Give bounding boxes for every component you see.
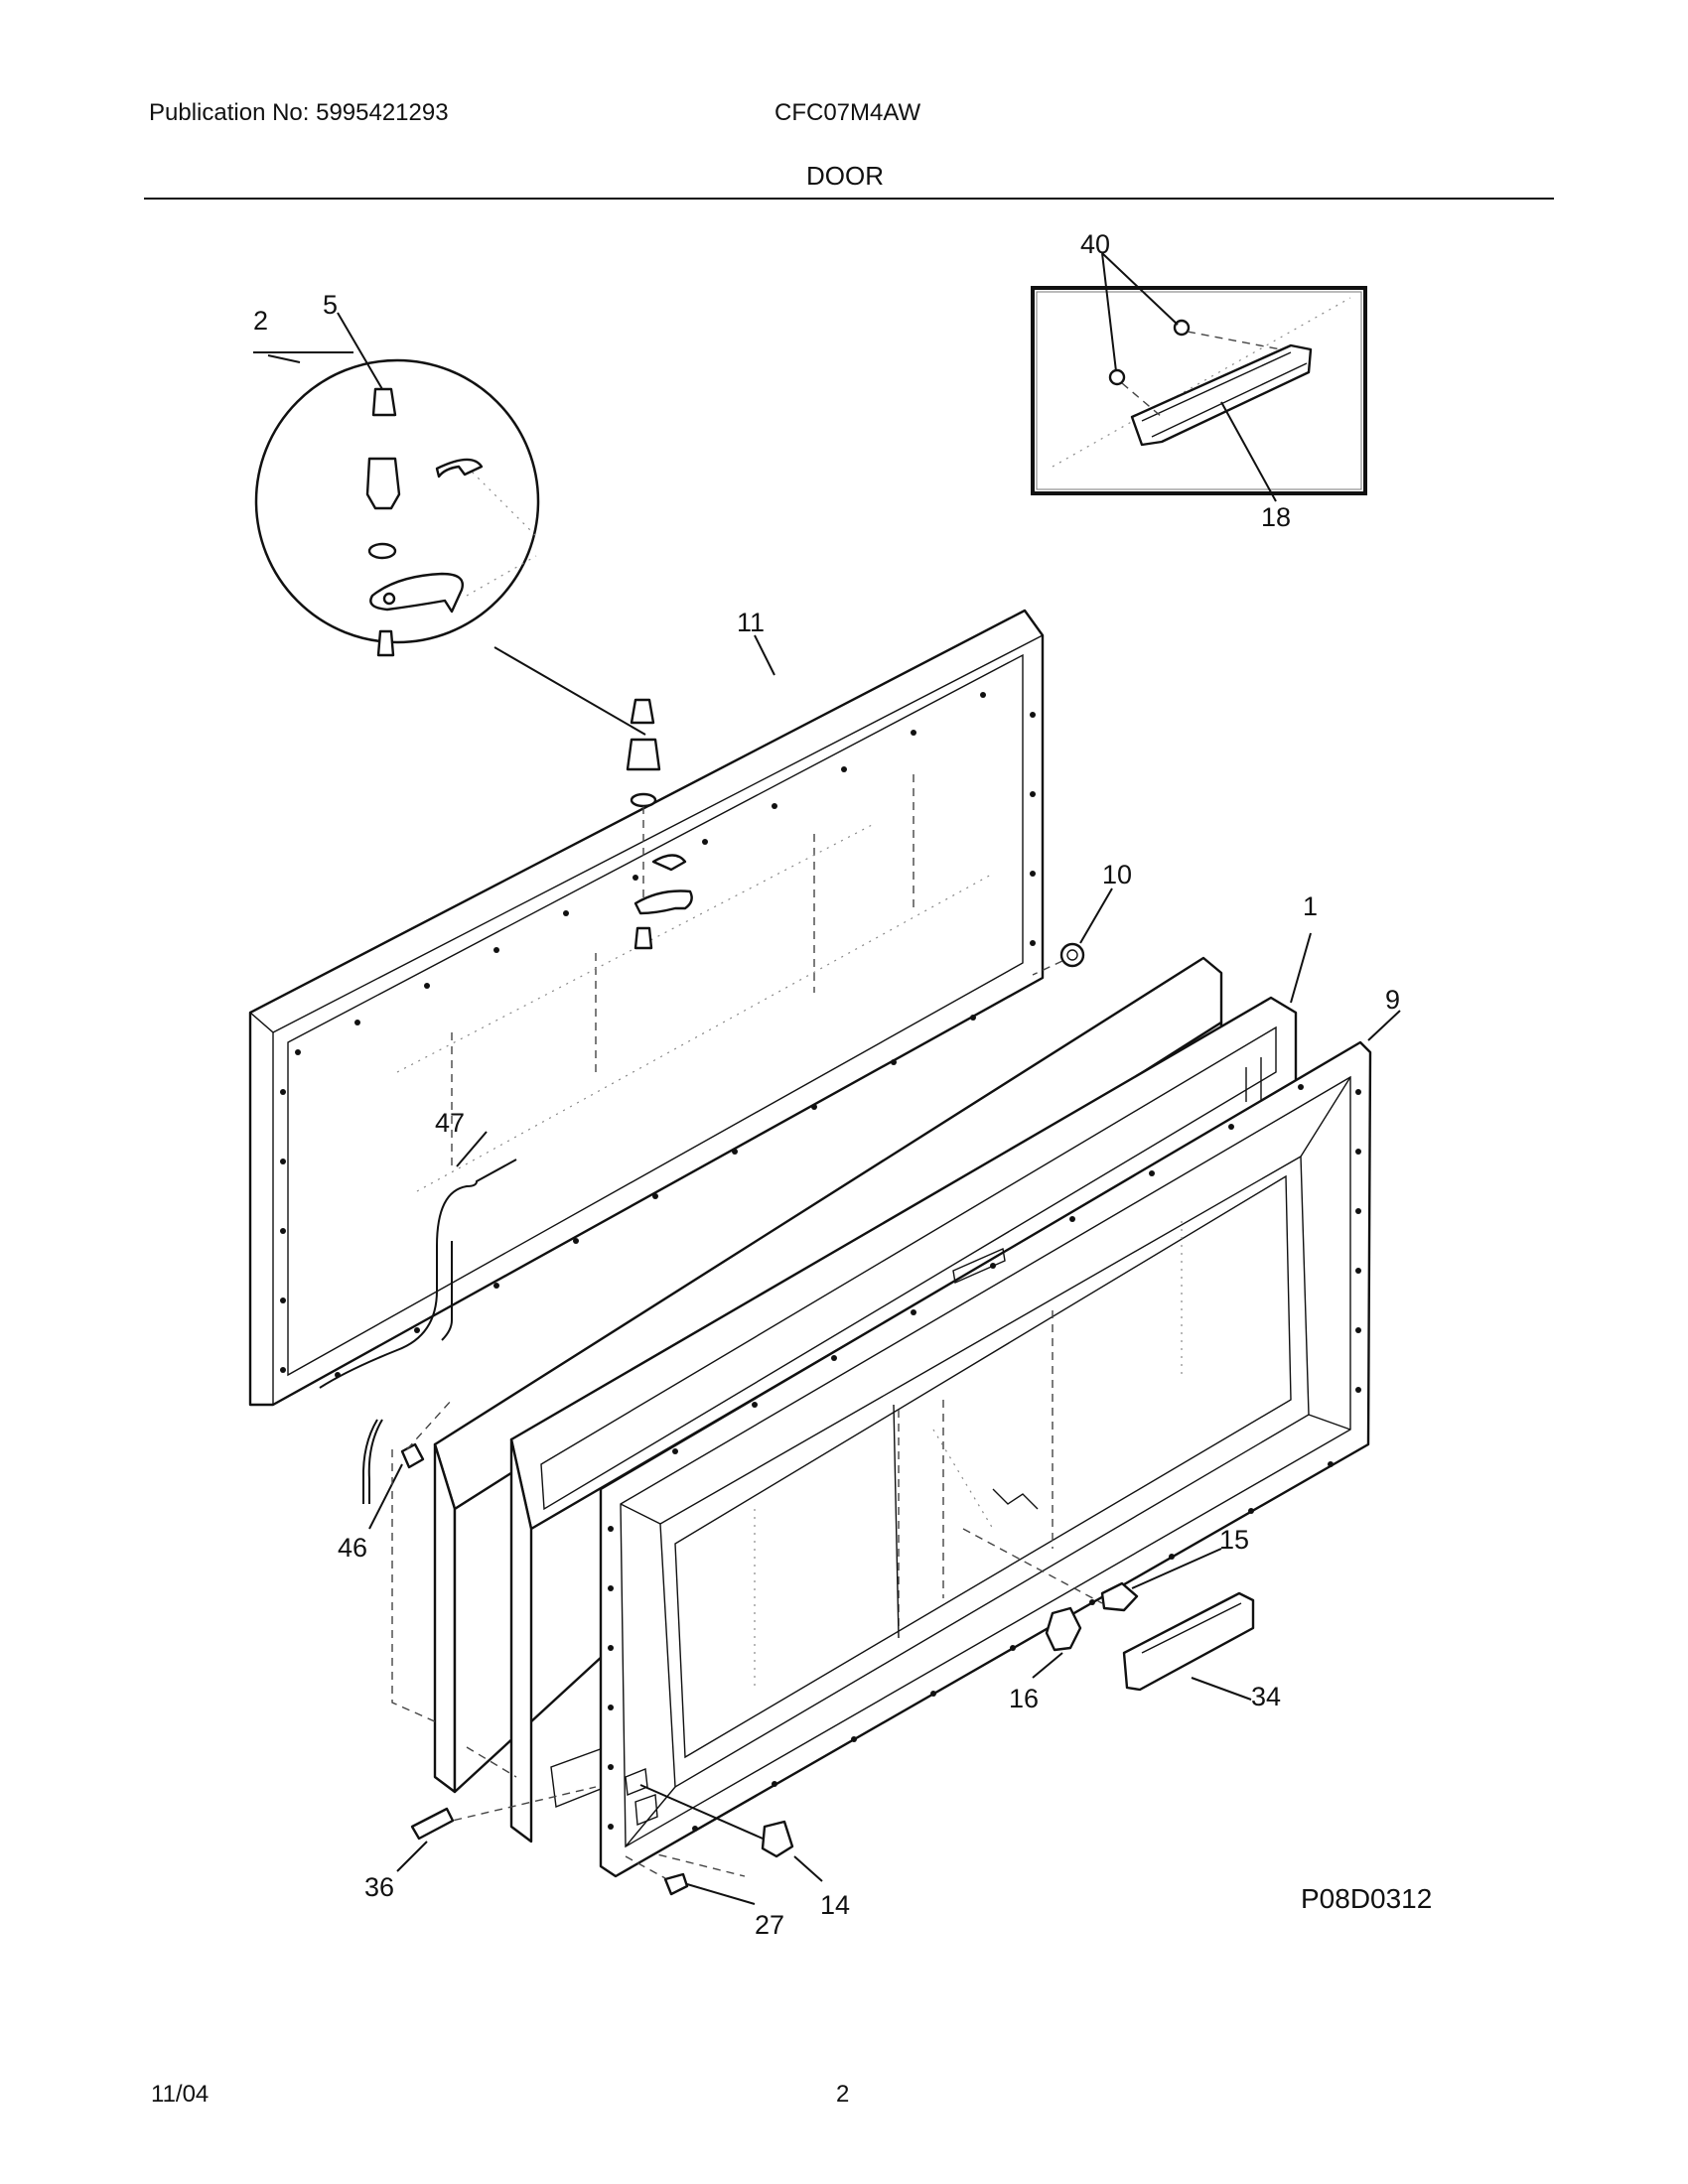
callout-47: 47 [435,1108,465,1138]
callout-46: 46 [338,1533,367,1563]
part-27-screw [625,1855,756,1905]
screw-40b [1108,368,1126,386]
hinge-clip [435,458,484,478]
callout-9: 9 [1385,985,1400,1015]
page-number: 2 [836,2081,850,2108]
hinge-detail [253,312,646,736]
hinge-on-door [626,698,693,950]
handle-inset [1031,252,1367,502]
part-9-outer-door [599,1010,1401,1878]
callout-16: 16 [1009,1684,1039,1713]
callout-15: 15 [1219,1525,1249,1555]
callout-5: 5 [323,290,338,320]
footer-date: 11/04 [151,2081,210,2108]
part-14-latch [625,1768,823,1882]
callout-2: 2 [253,306,268,336]
part-47-wire [319,1131,517,1389]
part-46 [361,1399,453,1530]
hinge-screw [376,629,395,657]
callout-36: 36 [364,1872,394,1902]
part-34-cover [1122,1591,1255,1701]
part-10-nut [1032,887,1113,976]
callout-27: 27 [755,1910,784,1940]
header-rule [144,198,1554,200]
callout-34: 34 [1251,1682,1281,1711]
diagram-code: P08D0312 [1301,1883,1432,1914]
model-number: CFC07M4AW [774,99,921,126]
section-title: DOOR [806,161,884,191]
callout-11: 11 [737,608,765,637]
part-1-gasket [509,932,1312,1843]
callout-40: 40 [1080,229,1110,259]
publication-number: Publication No: 5995421293 [149,99,449,126]
hinge-pin [371,387,397,417]
handle-part [1130,343,1313,447]
part-15-16-lock [962,1528,1222,1679]
callout-1: 1 [1303,891,1318,921]
screw-40a [1173,319,1191,337]
callout-14: 14 [820,1890,850,1920]
door-panel-11 [248,609,1045,1407]
alignment-lines [391,1449,746,1877]
hinge-bushing [365,457,401,510]
callout-18: 18 [1261,502,1291,532]
callout-10: 10 [1102,860,1132,889]
part-36-clip [396,1807,455,1872]
